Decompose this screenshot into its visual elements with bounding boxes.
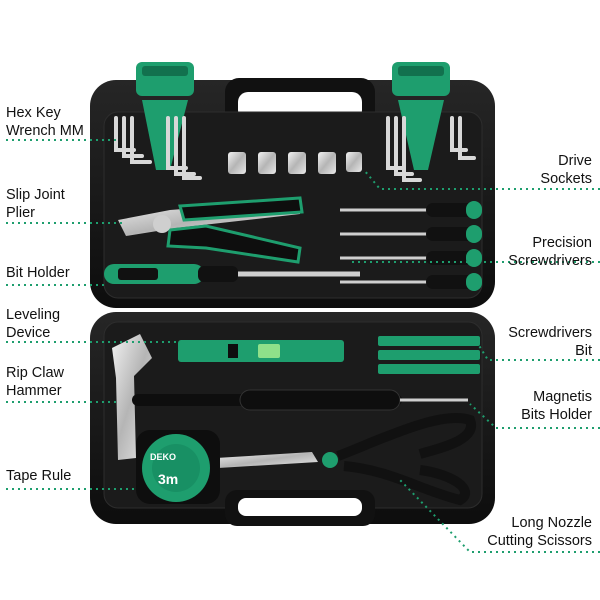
precision-screwdrivers xyxy=(340,201,482,291)
label-bit-holder: Bit Holder xyxy=(6,265,70,281)
label-tape-rule: Tape Rule xyxy=(6,468,72,484)
tape-rule: DEKO 3m xyxy=(136,430,220,504)
callout-lines xyxy=(6,139,600,553)
rip-claw-hammer xyxy=(112,334,468,460)
bit-holder xyxy=(104,264,360,284)
tape-brand: DEKO xyxy=(150,452,176,462)
tape-size: 3m xyxy=(158,471,178,487)
screwdriver-bits xyxy=(378,336,480,374)
slip-joint-plier xyxy=(118,196,304,264)
drive-sockets xyxy=(228,152,362,174)
long-nozzle-scissors xyxy=(216,413,476,506)
hex-keys-left xyxy=(114,116,202,180)
hex-keys-right xyxy=(386,116,476,182)
leveling-device xyxy=(178,340,344,362)
latch-right xyxy=(392,62,450,170)
